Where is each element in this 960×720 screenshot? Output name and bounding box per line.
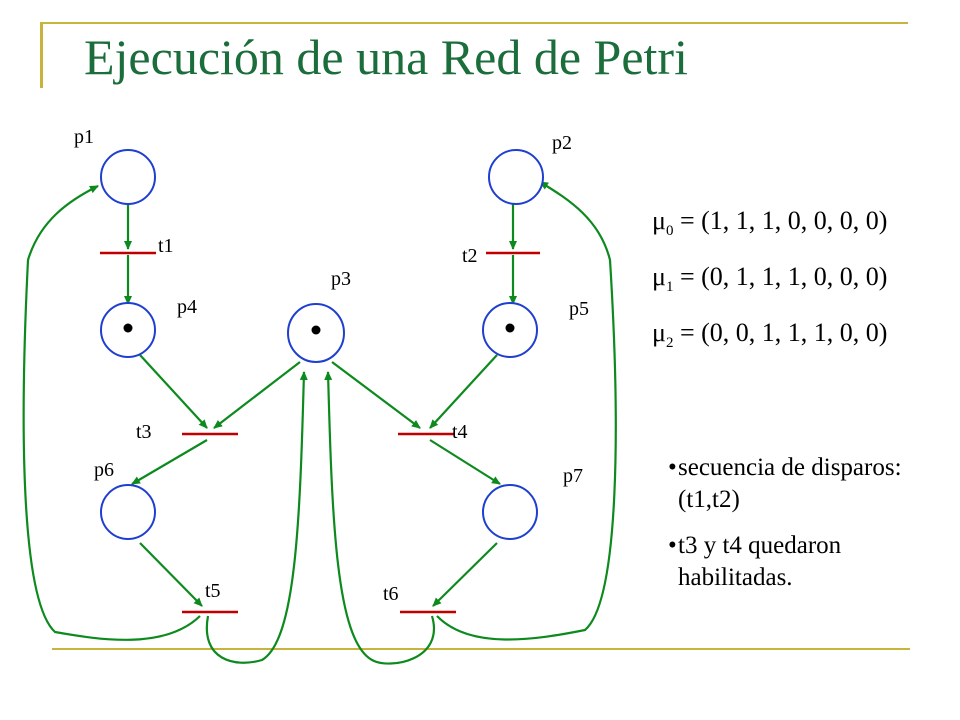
label-p5: p5 xyxy=(569,298,589,320)
marking-1: μ1 = (0, 1, 1, 1, 0, 0, 0) xyxy=(652,262,888,296)
marking-0-value: = (1, 1, 1, 0, 0, 0, 0) xyxy=(673,206,888,235)
slide-title: Ejecución de una Red de Petri xyxy=(84,29,688,85)
label-t2: t2 xyxy=(462,245,478,267)
arc-t5-p3 xyxy=(205,371,308,664)
arc-p3-t4 xyxy=(331,361,421,429)
arc-p6-t5 xyxy=(139,542,203,607)
labels: p1 p2 p3 p4 p5 p6 p7 t1 t2 t3 t4 t5 t6 xyxy=(74,126,589,605)
arc-p5-t4 xyxy=(429,354,498,429)
marking-2-index: 2 xyxy=(665,335,674,352)
label-t3: t3 xyxy=(136,421,152,443)
note-firing-sequence: secuencia de disparos: (t1,t2) xyxy=(668,452,928,516)
place-p7 xyxy=(482,484,538,540)
label-t1: t1 xyxy=(158,235,174,257)
marking-0-index: 0 xyxy=(665,223,674,240)
arcs xyxy=(22,181,617,665)
label-p1: p1 xyxy=(74,126,94,148)
notes-list: secuencia de disparos: (t1,t2) t3 y t4 q… xyxy=(668,452,928,608)
marking-2: μ2 = (0, 0, 1, 1, 1, 0, 0) xyxy=(652,318,888,352)
arc-t6-p3 xyxy=(324,371,435,665)
place-p6 xyxy=(100,484,156,540)
token-p3 xyxy=(311,325,321,335)
transitions xyxy=(100,251,540,614)
arc-t4-p7 xyxy=(429,439,501,485)
place-p1 xyxy=(100,149,156,205)
arc-t3-p6 xyxy=(131,439,208,485)
label-p2: p2 xyxy=(552,132,572,154)
marking-2-value: = (0, 0, 1, 1, 1, 0, 0) xyxy=(673,318,888,347)
marking-0: μ0 = (1, 1, 1, 0, 0, 0, 0) xyxy=(652,206,888,240)
top-accent-line xyxy=(40,22,908,24)
label-p3: p3 xyxy=(331,268,351,290)
note-enabled-transitions: t3 y t4 quedaron habilitadas. xyxy=(668,530,928,594)
marking-1-index: 1 xyxy=(665,279,674,296)
arc-p7-t6 xyxy=(432,542,498,607)
places xyxy=(100,149,544,540)
label-t6: t6 xyxy=(383,583,399,605)
left-accent-line xyxy=(40,22,43,88)
place-p2 xyxy=(488,149,544,205)
arc-p4-t3 xyxy=(139,354,208,429)
label-p4: p4 xyxy=(177,296,197,318)
label-p6: p6 xyxy=(94,459,114,481)
arc-p3-t3 xyxy=(213,361,301,429)
token-p5 xyxy=(505,323,515,333)
token-p4 xyxy=(123,323,133,333)
label-p7: p7 xyxy=(563,465,583,487)
label-t5: t5 xyxy=(205,580,221,602)
tokens xyxy=(123,323,515,335)
arc-t6-p2 xyxy=(436,181,617,641)
arc-t5-p1 xyxy=(22,185,201,641)
bottom-accent-line xyxy=(52,648,910,650)
marking-1-value: = (0, 1, 1, 1, 0, 0, 0) xyxy=(673,262,888,291)
label-t4: t4 xyxy=(452,421,468,443)
